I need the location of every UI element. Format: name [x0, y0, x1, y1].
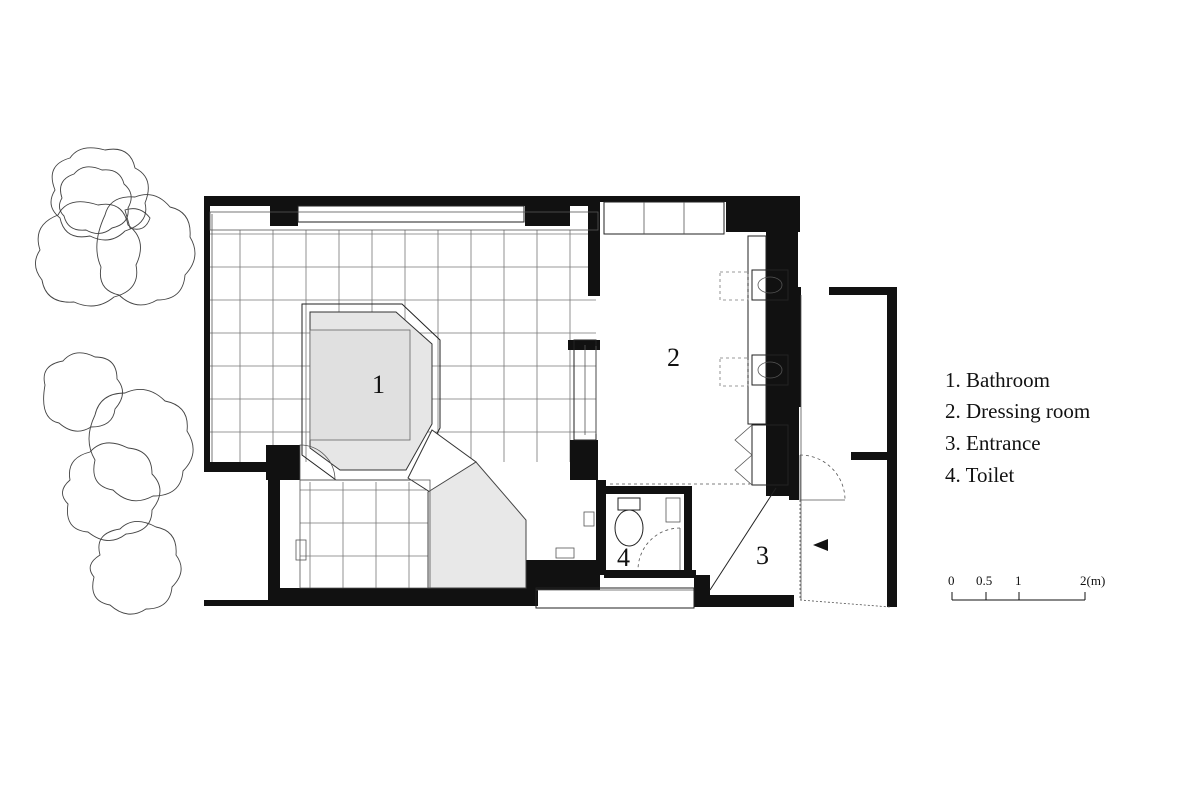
walls [204, 196, 897, 607]
tree-bottom-left-cluster [43, 352, 194, 615]
legend-item-entrance: 3. Entrance [945, 431, 1041, 455]
room-labels: 1 2 3 4 [372, 343, 769, 572]
room-number-4: 4 [617, 543, 630, 572]
trees [35, 147, 196, 615]
scale-label-0-5: 0.5 [976, 573, 992, 588]
legend-item-dressing-room: 2. Dressing room [945, 399, 1090, 423]
scale-bar: 0 0.5 1 2(m) [948, 573, 1105, 601]
legend: 1. Bathroom 2. Dressing room 3. Entrance… [945, 368, 1090, 487]
room-number-3: 3 [756, 541, 769, 570]
scale-label-1: 1 [1015, 573, 1022, 588]
scale-label-0: 0 [948, 573, 955, 588]
room-number-2: 2 [667, 343, 680, 372]
room-number-1: 1 [372, 370, 385, 399]
legend-item-bathroom: 1. Bathroom [945, 368, 1050, 392]
tree-top-left-cluster [35, 147, 196, 307]
legend-item-toilet: 4. Toilet [945, 463, 1014, 487]
scale-label-2m: 2(m) [1080, 573, 1105, 588]
interior-details [209, 201, 891, 609]
